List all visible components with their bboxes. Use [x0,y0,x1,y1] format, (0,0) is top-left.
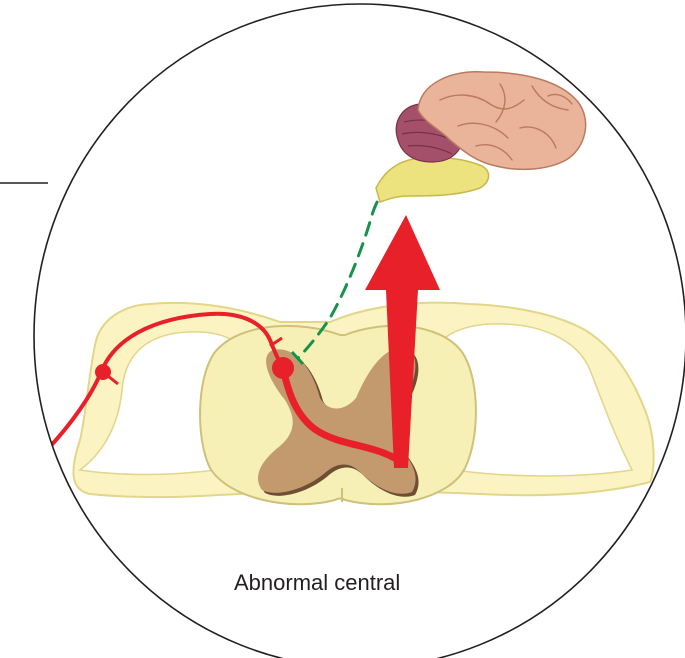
brain-icon [376,72,586,202]
brainstem [376,157,489,202]
caption: Abnormal central [234,570,400,595]
